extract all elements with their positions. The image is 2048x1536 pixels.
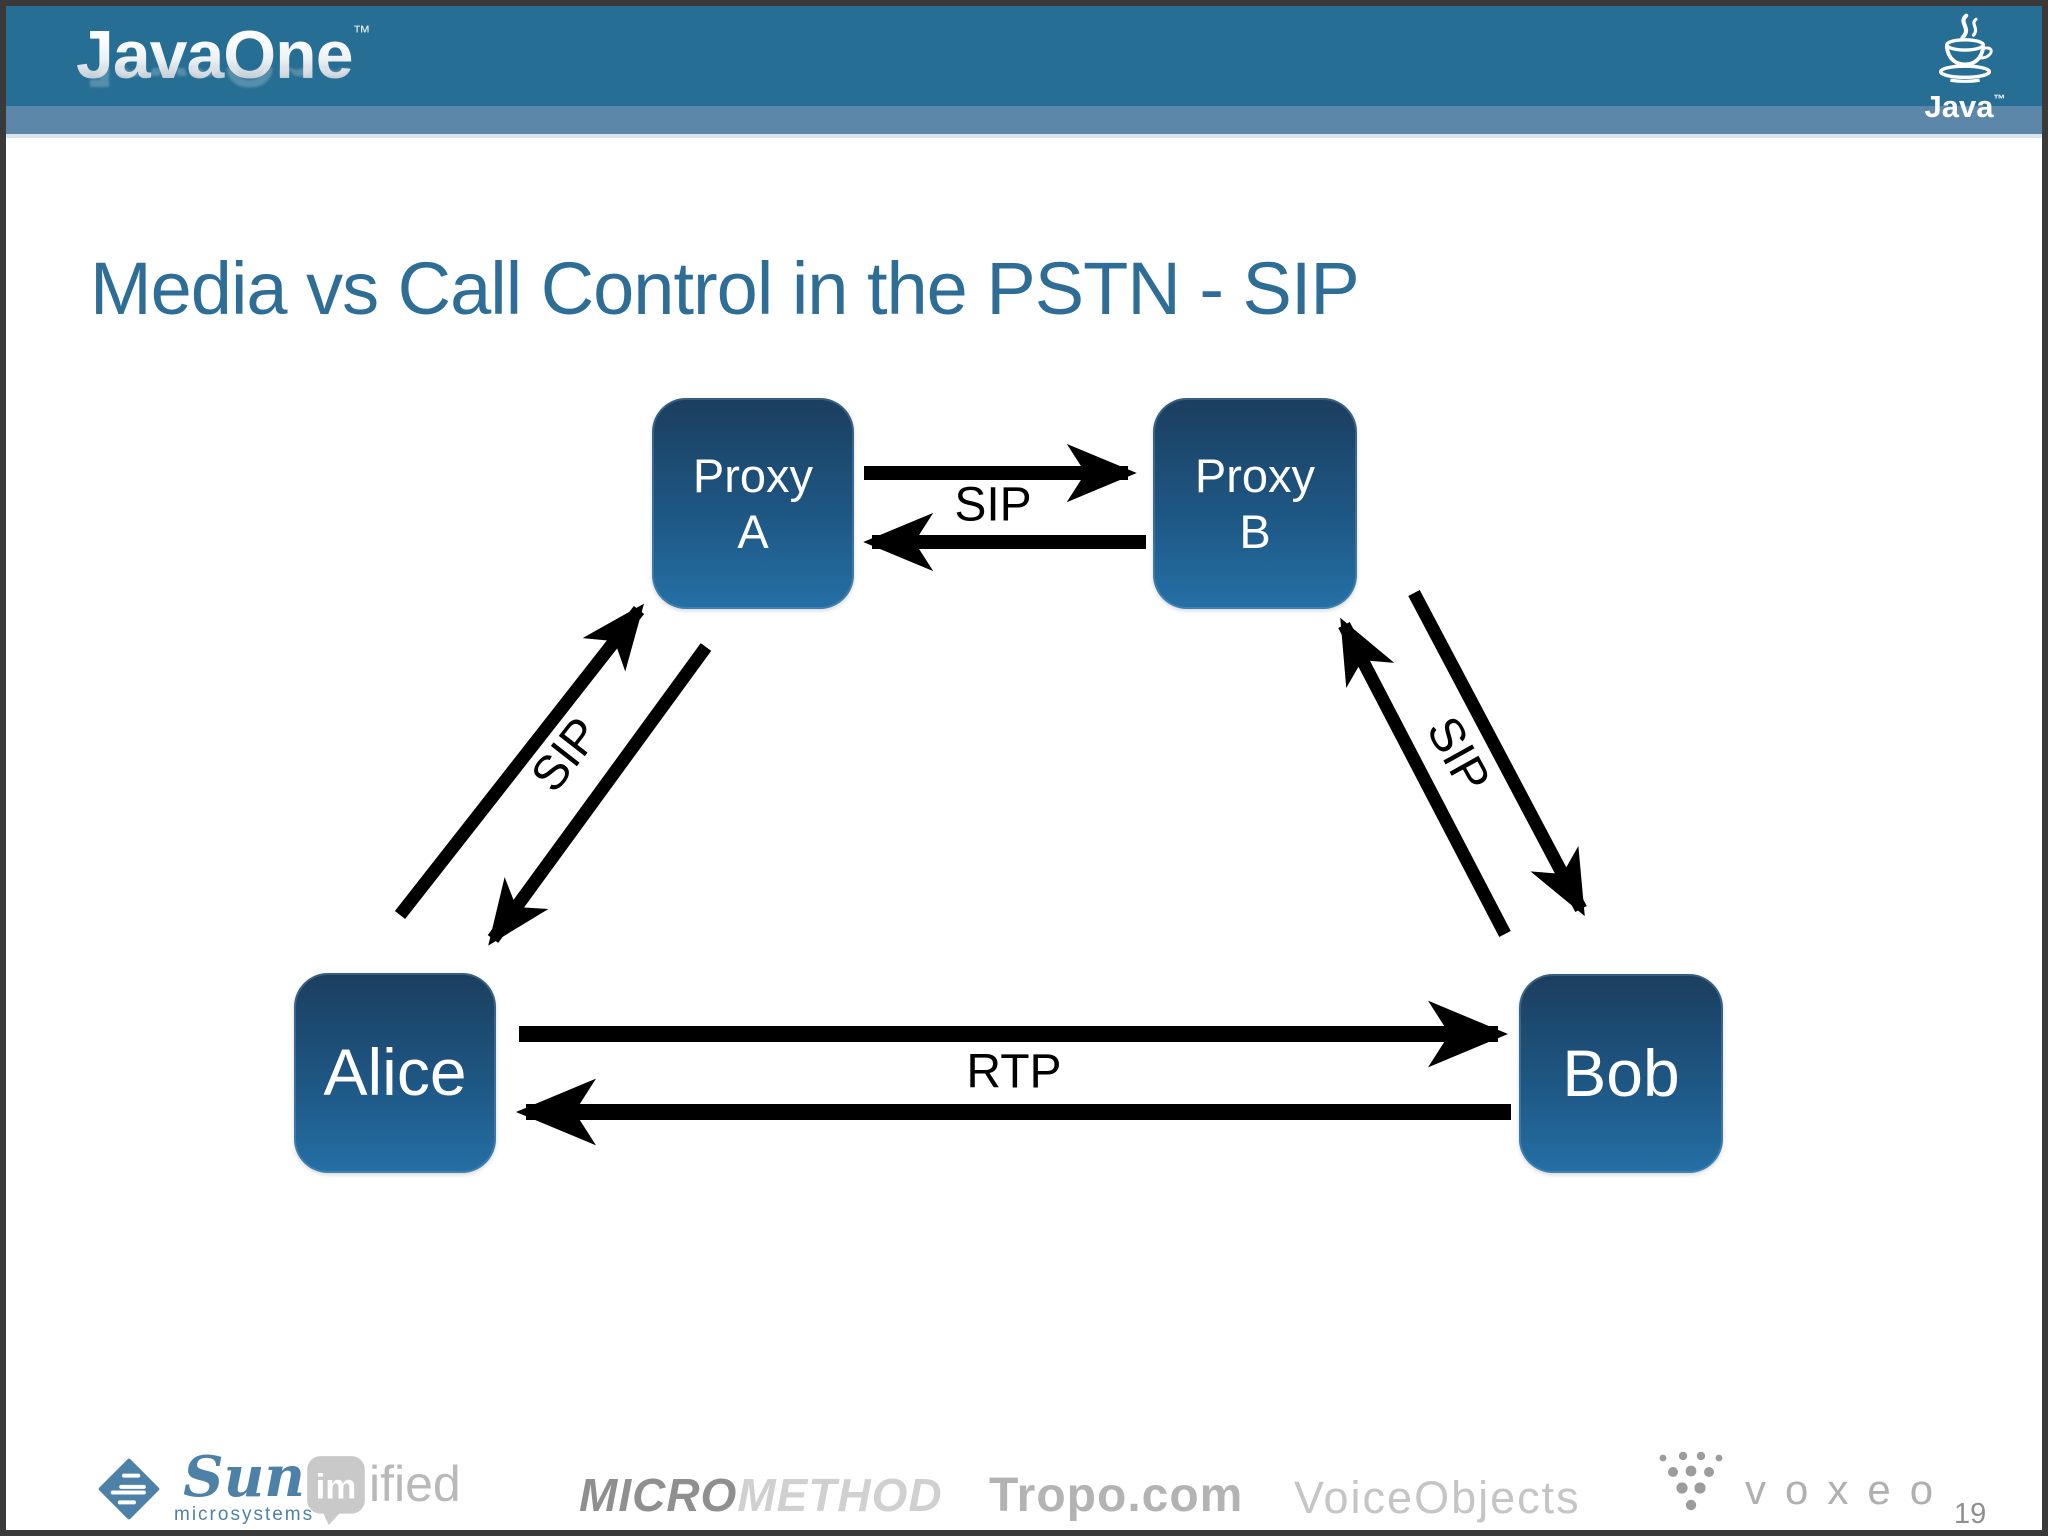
sun-subtitle: microsystems xyxy=(174,1504,315,1526)
arrow-alice-to-proxy-a xyxy=(394,603,645,920)
sun-diamond-icon xyxy=(98,1458,160,1520)
imified-bubble-icon: im xyxy=(307,1456,365,1525)
header-bar: JavaOne™ JavaOne Java™ xyxy=(6,6,2042,138)
micromethod-part1: MICRO xyxy=(579,1469,738,1521)
sponsor-logo-voiceobjects: VoiceObjects xyxy=(1294,1472,1581,1523)
javaone-logo: JavaOne™ xyxy=(76,16,371,94)
arrow-proxy-b-to-bob xyxy=(1408,589,1587,917)
header-bar-main xyxy=(6,6,2042,106)
node-proxy-b-label-line2: B xyxy=(1239,504,1271,558)
node-alice-label: Alice xyxy=(323,1035,467,1110)
node-proxy-a-label-line2: A xyxy=(737,504,769,558)
edge-label-sip-top: SIP xyxy=(954,478,1032,532)
trademark-symbol: ™ xyxy=(352,22,371,42)
micromethod-part2: METHOD xyxy=(737,1469,943,1521)
micromethod-underline xyxy=(579,1530,943,1533)
node-bob: Bob xyxy=(1519,974,1723,1173)
node-proxy-a: Proxy A xyxy=(652,398,854,609)
voxeo-dots-icon xyxy=(1659,1451,1723,1511)
sponsor-logo-imified: im ified xyxy=(306,1452,461,1526)
sun-wordmark: Sun xyxy=(183,1443,305,1510)
sponsor-logo-micromethod: MICROMETHOD xyxy=(579,1468,943,1533)
sponsor-logo-voxeo: voxeo xyxy=(1651,1448,1952,1522)
edge-label-rtp: RTP xyxy=(966,1045,1062,1099)
sponsor-logo-tropo: Tropo.com xyxy=(989,1469,1244,1522)
sponsor-logo-sun: Sun microsystems xyxy=(92,1443,315,1528)
header-bar-band xyxy=(6,106,2042,138)
arrow-proxy-a-to-alice xyxy=(487,643,712,946)
imified-bubble-text: im xyxy=(316,1467,357,1506)
java-coffee-cup-icon xyxy=(1938,13,1993,83)
arrow-bob-to-proxy-b xyxy=(1338,617,1511,938)
trademark-symbol: ™ xyxy=(1993,92,2006,106)
node-proxy-b: Proxy B xyxy=(1153,398,1357,609)
java-logo: Java™ xyxy=(1910,12,2020,122)
voxeo-wordmark: voxeo xyxy=(1745,1466,1953,1513)
imified-wordmark: ified xyxy=(369,1456,461,1512)
javaone-wordmark: JavaOne xyxy=(76,17,354,93)
page-number: 19 xyxy=(1954,1498,1987,1530)
arrow-layer xyxy=(394,443,1587,1146)
node-alice: Alice xyxy=(294,973,496,1173)
node-proxy-a-label-line1: Proxy xyxy=(692,449,814,503)
page-title: Media vs Call Control in the PSTN - SIP xyxy=(90,247,1360,330)
node-proxy-b-label-line1: Proxy xyxy=(1194,449,1316,503)
node-bob-label: Bob xyxy=(1562,1035,1680,1110)
java-logo-label: Java™ xyxy=(1924,89,2006,124)
